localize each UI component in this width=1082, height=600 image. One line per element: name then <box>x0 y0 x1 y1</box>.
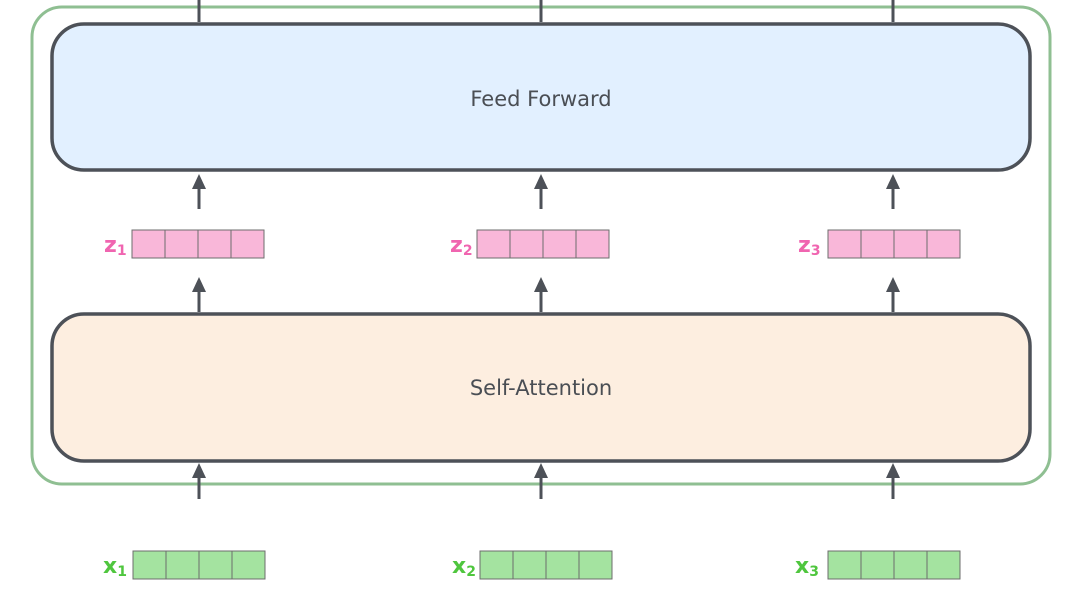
up-arrow <box>886 174 900 209</box>
z-vector-label-subscript: 2 <box>463 243 473 259</box>
x-vector-label-subscript: 3 <box>809 564 819 580</box>
z-vector-label: z2 <box>450 233 473 259</box>
z-vector-label-base: z <box>104 233 117 258</box>
z-vector-label: z1 <box>104 233 127 259</box>
x-vector-label-subscript: 1 <box>117 564 127 580</box>
x-vector-label-base: x <box>452 554 466 579</box>
x-vector-cell <box>893 550 928 580</box>
up-arrow <box>534 174 548 209</box>
z-vector-cell <box>893 229 928 259</box>
x-vector-label-base: x <box>103 554 117 579</box>
self-attention-label: Self-Attention <box>470 376 612 400</box>
z-vector-label: z3 <box>798 233 821 259</box>
z-vector-cell <box>860 229 895 259</box>
z-vector-cell <box>827 229 862 259</box>
x-vector-cell <box>827 550 862 580</box>
z-vector-cell <box>575 229 610 259</box>
top-output-lines <box>197 0 895 22</box>
z-vector-cell <box>542 229 577 259</box>
x-vector-cell <box>198 550 233 580</box>
up-arrow <box>192 463 206 499</box>
z-vector-label-subscript: 3 <box>811 243 821 259</box>
z-vector-3: z3 <box>798 229 961 259</box>
z-vector-label-subscript: 1 <box>117 243 127 259</box>
arrow-head <box>192 463 206 478</box>
arrow-head <box>886 174 900 189</box>
up-arrow <box>192 277 206 312</box>
x-vector-cell <box>132 550 167 580</box>
z-vector-cell <box>230 229 265 259</box>
feed-forward-block: Feed Forward <box>50 22 1032 172</box>
x-vector-cell <box>860 550 895 580</box>
x-vector-label: x3 <box>795 554 819 580</box>
up-arrow <box>886 463 900 499</box>
x-vector-1: x1 <box>103 550 266 580</box>
up-arrow <box>534 463 548 499</box>
z-vector-cell <box>131 229 166 259</box>
x-vector-cell <box>512 550 547 580</box>
feed-forward-label: Feed Forward <box>470 87 611 111</box>
z-vector-cell <box>926 229 961 259</box>
z-vector-cell <box>476 229 511 259</box>
z-vector-label-base: z <box>450 233 463 258</box>
arrow-head <box>886 463 900 478</box>
z-vector-2: z2 <box>450 229 610 259</box>
z-vector-cell <box>197 229 232 259</box>
x-vector-cell <box>231 550 266 580</box>
x-vector-label-base: x <box>795 554 809 579</box>
up-arrow <box>534 277 548 312</box>
x-vector-cell <box>578 550 613 580</box>
z-vector-cell <box>509 229 544 259</box>
z-vector-label-base: z <box>798 233 811 258</box>
arrow-head <box>192 174 206 189</box>
x-vector-label: x1 <box>103 554 127 580</box>
feed-forward-box <box>50 22 1032 172</box>
arrow-head <box>886 277 900 292</box>
up-arrow <box>886 277 900 312</box>
arrow-head <box>534 174 548 189</box>
x-vector-cell <box>545 550 580 580</box>
x-vector-cell <box>479 550 514 580</box>
x-vector-label-subscript: 2 <box>466 564 476 580</box>
z-vector-1: z1 <box>104 229 265 259</box>
arrow-head <box>534 277 548 292</box>
up-arrow <box>192 174 206 209</box>
x-vector-cell <box>926 550 961 580</box>
flow-arrows <box>192 174 900 499</box>
self-attention-block: Self-Attention <box>50 312 1032 463</box>
arrow-head <box>192 277 206 292</box>
self-attention-box <box>50 312 1032 463</box>
x-vector-3: x3 <box>795 550 961 580</box>
x-vector-cell <box>165 550 200 580</box>
arrow-head <box>534 463 548 478</box>
z-vector-cell <box>164 229 199 259</box>
x-vector-label: x2 <box>452 554 476 580</box>
x-vector-2: x2 <box>452 550 613 580</box>
